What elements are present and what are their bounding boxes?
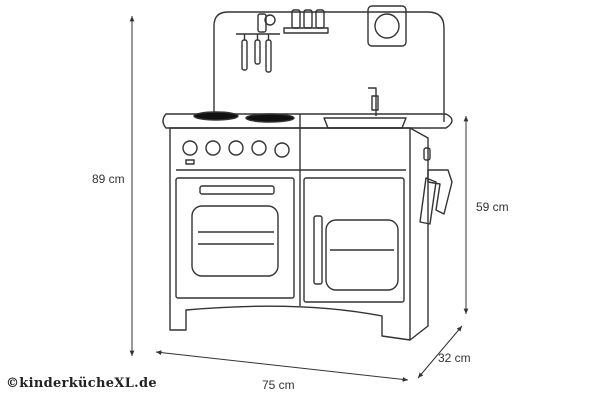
width-label: 75 cm <box>262 378 295 392</box>
watermark: ©kinderküchеXL.de <box>6 376 157 391</box>
burner-left <box>193 111 239 121</box>
utensil-rail <box>236 13 280 73</box>
height-without-back-label: 59 cm <box>476 200 509 214</box>
height-label: 89 cm <box>92 172 125 186</box>
towel <box>419 169 453 225</box>
depth-dimension-line <box>417 325 463 379</box>
depth-label: 32 cm <box>438 351 471 365</box>
cabinet-body <box>169 127 411 341</box>
cabinet-door <box>303 177 405 303</box>
width-dimension-line <box>155 350 409 382</box>
sink <box>323 87 407 129</box>
back-panel <box>213 11 445 122</box>
spice-shelf <box>283 9 329 34</box>
control-knobs <box>182 140 290 165</box>
clock <box>367 5 407 47</box>
countertop <box>162 113 453 129</box>
burner-right <box>245 113 295 123</box>
oven-door <box>175 177 295 299</box>
